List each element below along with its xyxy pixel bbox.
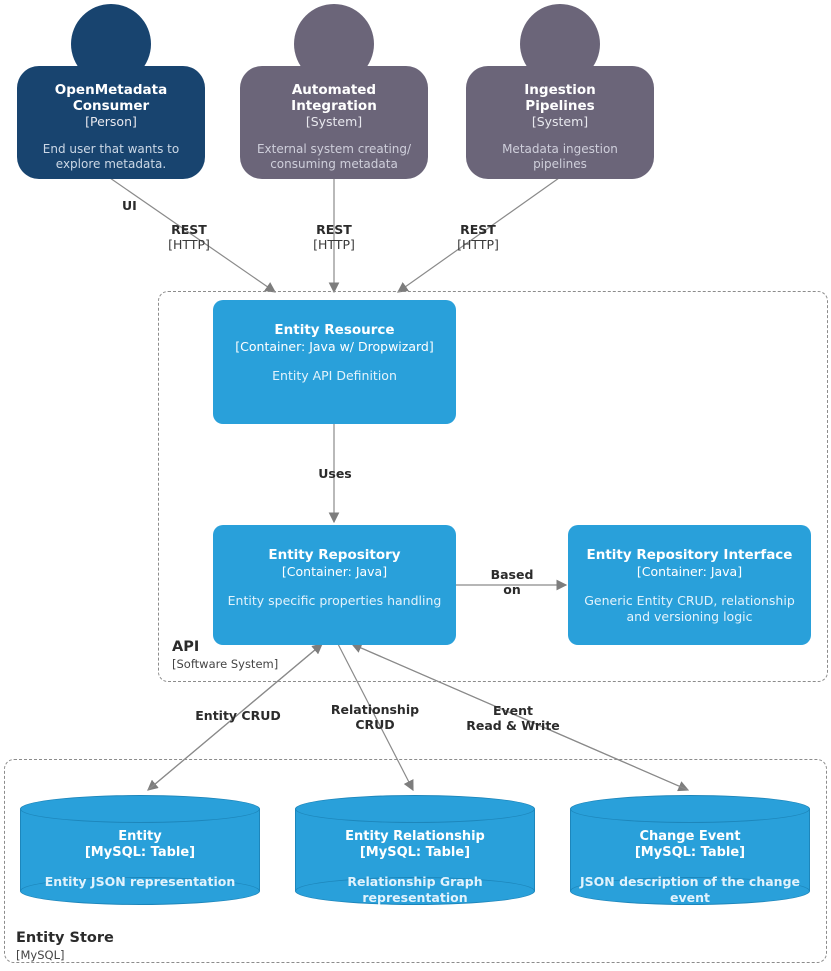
cylinder-top-icon <box>295 795 535 823</box>
actor-description: External system creating/ consuming meta… <box>256 142 412 171</box>
edge-label-rest-ui: REST [HTTP] <box>168 222 210 252</box>
edge-label-ui: UI <box>122 198 137 213</box>
actor-tech: [System] <box>531 114 589 129</box>
actor-tech: [Person] <box>85 114 137 129</box>
database-name: Entity <box>118 829 162 844</box>
container-entity-repository[interactable]: Entity Repository [Container: Java] Enti… <box>213 525 456 645</box>
container-name: Entity Repository Interface <box>586 547 793 563</box>
database-text: Entity [MySQL: Table] Entity JSON repres… <box>20 829 260 890</box>
cylinder-bottom-icon <box>20 877 260 905</box>
actor-tech: [System] <box>305 114 363 129</box>
database-entity-relationship[interactable]: Entity Relationship [MySQL: Table] Relat… <box>295 795 535 905</box>
boundary-entity-store <box>4 759 827 963</box>
container-tech: [Container: Java w/ Dropwizard] <box>235 339 434 354</box>
database-tech: [MySQL: Table] <box>634 845 746 860</box>
boundary-entity-store-label: Entity Store <box>16 930 114 946</box>
cylinder-top-icon <box>570 795 810 823</box>
database-text: Change Event [MySQL: Table] JSON descrip… <box>570 829 810 906</box>
edge-label-entity-crud: Entity CRUD <box>195 708 281 723</box>
cylinder-top-icon <box>20 795 260 823</box>
container-description: Entity specific properties handling <box>227 593 442 608</box>
actor-description: Metadata ingestion pipelines <box>502 142 618 171</box>
boundary-api-label: API <box>172 639 200 655</box>
database-tech: [MySQL: Table] <box>359 845 471 860</box>
actor-description: End user that wants to explore metadata. <box>42 142 180 171</box>
database-name: Change Event <box>639 829 741 844</box>
database-entity[interactable]: Entity [MySQL: Table] Entity JSON repres… <box>20 795 260 905</box>
edge-label-uses: Uses <box>318 466 352 481</box>
database-change-event[interactable]: Change Event [MySQL: Table] JSON descrip… <box>570 795 810 905</box>
cylinder-bottom-icon <box>570 877 810 905</box>
container-tech: [Container: Java] <box>636 564 743 579</box>
container-description: Generic Entity CRUD, relationship and ve… <box>584 593 795 624</box>
container-entity-resource[interactable]: Entity Resource [Container: Java w/ Drop… <box>213 300 456 424</box>
edge-label-rest-integration: REST [HTTP] <box>313 222 355 252</box>
container-entity-repository-interface[interactable]: Entity Repository Interface [Container: … <box>568 525 811 645</box>
database-description: Entity JSON representation <box>44 874 236 889</box>
cylinder-bottom-icon <box>295 877 535 905</box>
boundary-entity-store-sublabel: [MySQL] <box>16 948 65 962</box>
database-description: Relationship Graph representation <box>347 874 483 905</box>
container-description: Entity API Definition <box>272 368 397 383</box>
container-name: Entity Repository <box>268 547 401 563</box>
database-name: Entity Relationship <box>345 829 485 844</box>
boundary-api <box>158 291 828 682</box>
database-description: JSON description of the change event <box>579 874 800 905</box>
database-text: Entity Relationship [MySQL: Table] Relat… <box>295 829 535 906</box>
edge-label-rest-ingestion: REST [HTTP] <box>457 222 499 252</box>
database-tech: [MySQL: Table] <box>84 845 196 860</box>
container-name: Entity Resource <box>274 322 395 338</box>
container-tech: [Container: Java] <box>281 564 388 579</box>
boundary-api-sublabel: [Software System] <box>172 657 279 671</box>
